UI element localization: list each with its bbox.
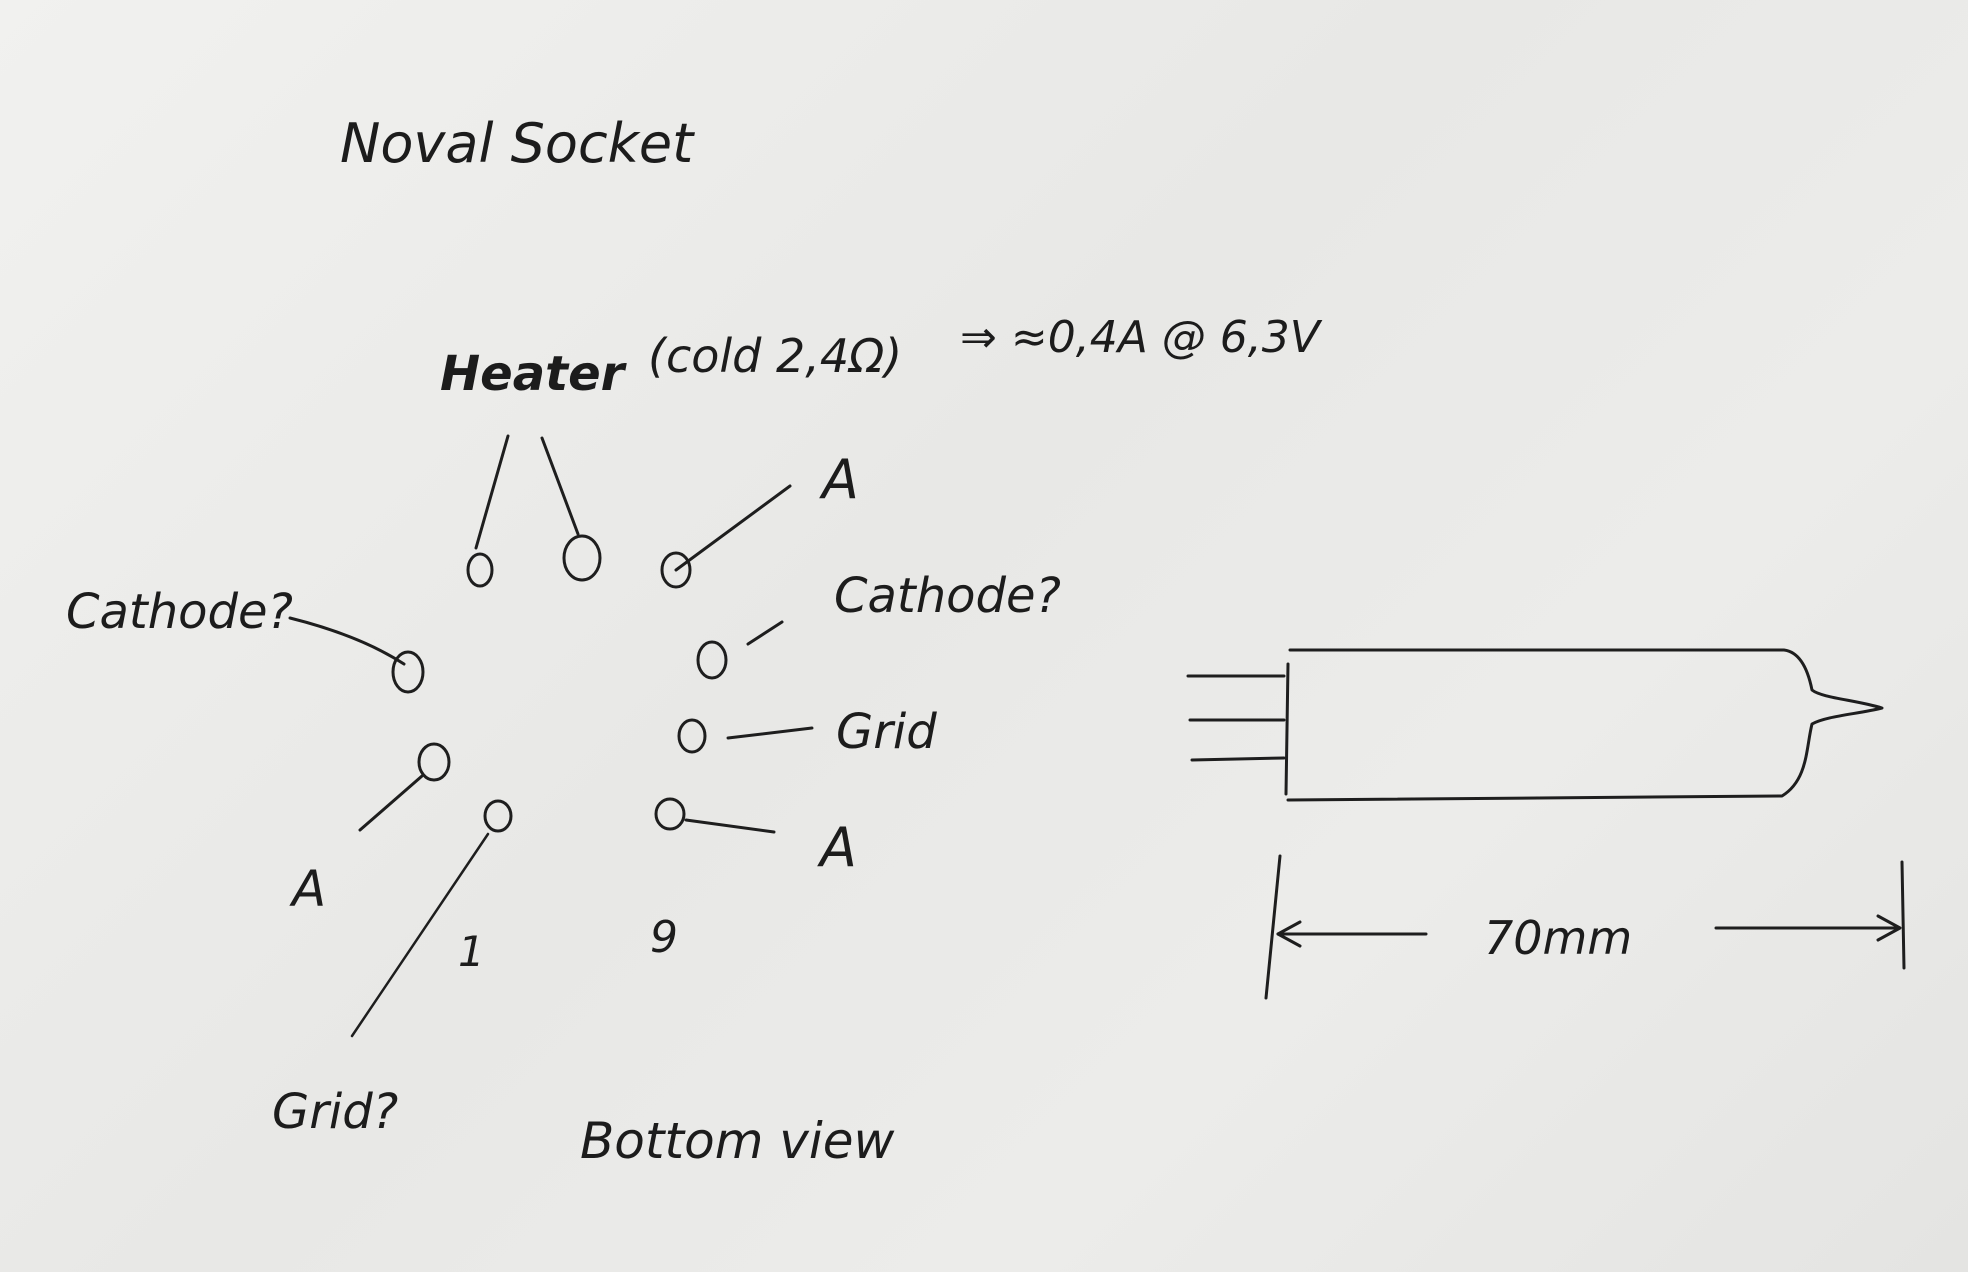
- tube-length-label: 70mm: [1484, 911, 1632, 965]
- dimension-arrow-left: [1276, 920, 1302, 948]
- anode-top-leader: [674, 484, 792, 572]
- pin-circle: [391, 650, 425, 694]
- pin-label-cathode-right: Cathode?: [834, 568, 1061, 624]
- pin-circle: [654, 797, 686, 831]
- anode-right-leader: [684, 818, 776, 834]
- pin-circle: [417, 742, 451, 782]
- pin-label-grid-left: Grid?: [272, 1084, 398, 1140]
- tube-lead-bottom: [1190, 756, 1286, 762]
- anode-left-leader: [358, 774, 424, 832]
- pin-label-anode-right: A: [817, 816, 857, 879]
- heater-current-voltage: ⇒ ≈0,4A @ 6,3V: [960, 312, 1323, 363]
- tube-outline: [1284, 648, 1884, 802]
- grid-left-leader: [350, 832, 490, 1038]
- cathode-right-leader: [746, 620, 784, 646]
- pin-circle: [562, 534, 602, 582]
- pin-circle: [466, 552, 494, 588]
- heater-cold-resistance: (cold 2,4Ω): [648, 329, 902, 383]
- heater-label: Heater: [440, 346, 628, 402]
- pin-circle: [677, 718, 707, 754]
- pin-number-9: 9: [650, 912, 678, 963]
- dimension-tick-right: [1900, 860, 1906, 970]
- pin-label-grid-right: Grid: [836, 704, 937, 760]
- grid-right-leader: [726, 726, 814, 740]
- pin-label-cathode-left: Cathode?: [66, 584, 293, 640]
- dimension-tick-left: [1264, 854, 1282, 1000]
- heater-leader-left: [474, 434, 510, 550]
- heater-leader-right: [540, 436, 580, 536]
- dimension-arrow-right: [1876, 914, 1902, 942]
- pin-label-anode-top: A: [819, 448, 859, 511]
- cathode-left-leader: [288, 616, 406, 666]
- title: Noval Socket: [340, 112, 695, 175]
- pin-number-1: 1: [458, 927, 485, 976]
- pin-label-anode-left: A: [289, 860, 326, 918]
- pin-circle: [483, 799, 513, 833]
- pin-circle: [660, 551, 692, 589]
- pin-circle: [696, 640, 728, 680]
- bottom-view-caption: Bottom view: [580, 1112, 895, 1170]
